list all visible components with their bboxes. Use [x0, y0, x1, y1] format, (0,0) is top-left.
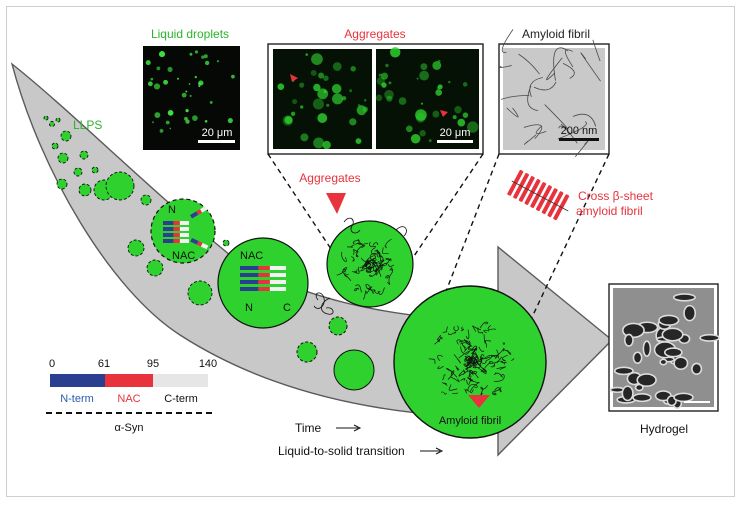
c-term-region — [153, 374, 208, 387]
droplet-nac-label: NAC — [172, 250, 195, 262]
n-term-label: N-term — [60, 393, 94, 405]
aggregates-arrow-icon — [326, 193, 346, 214]
big-c-label: C — [283, 302, 291, 314]
amyloid-fibril-label: Amyloid fibril — [439, 415, 501, 427]
droplets-scale-label: 20 μm — [202, 127, 233, 139]
aggregates-micrographs: Aggregates 20 μm — [267, 27, 484, 155]
amyloid-fibril-micrograph: Amyloid fibril 200 nm — [498, 27, 610, 157]
tick-95: 95 — [147, 358, 159, 370]
small-droplets — [43, 115, 230, 306]
cross-beta-line2: amyloid fibril — [576, 204, 643, 218]
droplet-n-label: N — [168, 204, 176, 216]
amyloid-fibril-title: Amyloid fibril — [522, 27, 590, 41]
droplet-with-molecules: N NAC — [150, 198, 216, 264]
liquid-droplets-title: Liquid droplets — [151, 27, 229, 41]
cross-beta-fibril-icon — [507, 169, 570, 221]
time-label: Time — [295, 421, 322, 435]
transition-label: Liquid-to-solid transition — [278, 444, 405, 458]
big-n-label: N — [245, 302, 253, 314]
big-nac-label: NAC — [240, 250, 263, 262]
tick-61: 61 — [98, 358, 110, 370]
large-droplet-with-molecules: NAC N C — [217, 237, 309, 329]
aggregates-scale-label: 20 μm — [440, 127, 471, 139]
alpha-syn-domain-bar: 0 61 95 140 N-term NAC C-term α-Syn — [46, 358, 217, 434]
red-marker-icon — [290, 74, 298, 82]
alpha-syn-label: α-Syn — [115, 422, 144, 434]
nac-region — [105, 374, 153, 387]
aggregate-droplet — [321, 217, 414, 315]
nac-label: NAC — [117, 393, 140, 405]
red-arrow-icon — [468, 395, 490, 408]
fibril-scale-label: 200 nm — [561, 125, 598, 137]
c-term-label: C-term — [164, 393, 198, 405]
liquid-droplets-micrograph: Liquid droplets 20 μm — [143, 27, 240, 150]
aggregates-arrow-label: Aggregates — [299, 171, 360, 185]
amyloid-fibril-droplet: Amyloid fibril — [393, 285, 547, 439]
tick-0: 0 — [49, 358, 55, 370]
hydrogel-micrograph: Hydrogel — [608, 283, 720, 436]
tick-140: 140 — [199, 358, 217, 370]
cross-beta-line1: Cross β-sheet — [578, 189, 654, 203]
n-term-region — [50, 374, 105, 387]
red-marker-icon — [440, 110, 448, 117]
llps-label: LLPS — [73, 118, 102, 132]
aggregates-title: Aggregates — [344, 27, 405, 41]
hydrogel-label: Hydrogel — [640, 422, 688, 436]
